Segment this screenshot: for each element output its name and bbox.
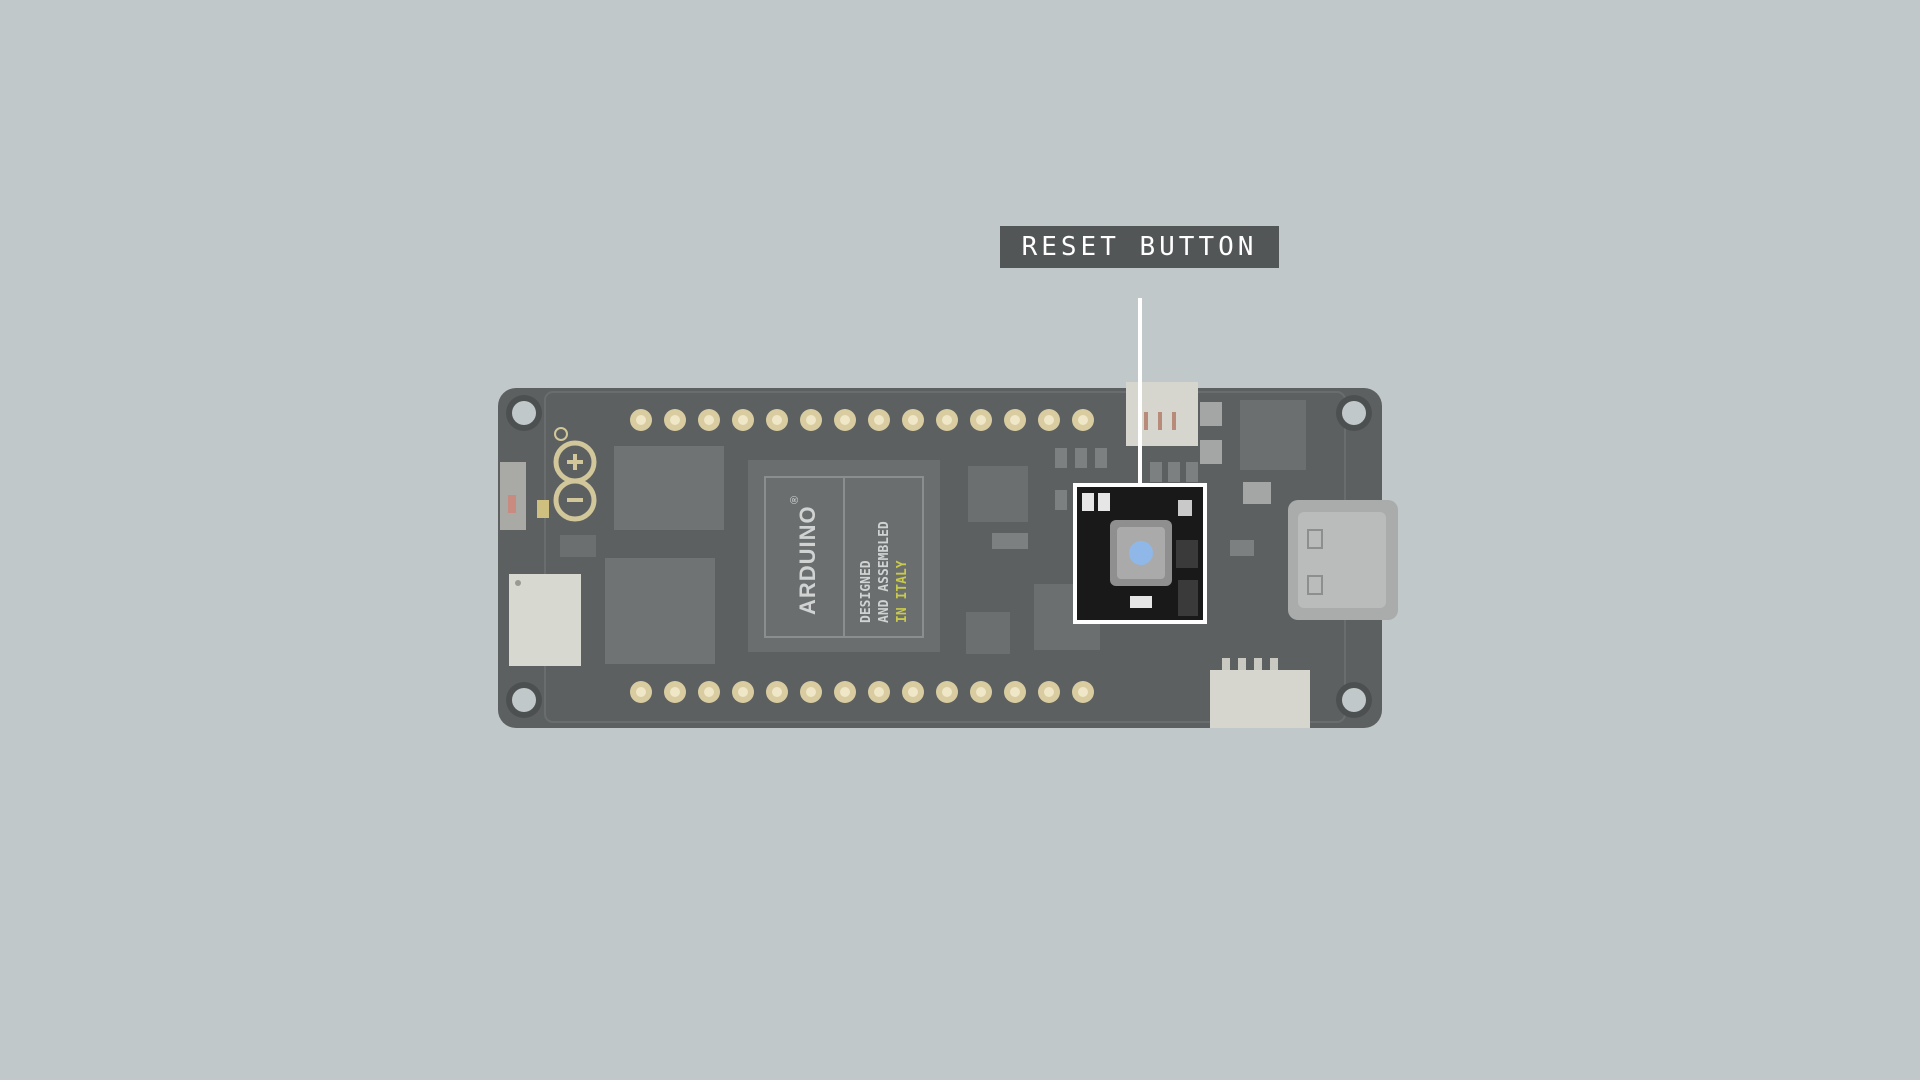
pin-header-top	[630, 409, 1094, 431]
header-pin-hole	[670, 687, 680, 697]
smd-passives	[992, 402, 1271, 556]
chip-qfn-2	[966, 612, 1010, 654]
header-pin-hole	[942, 415, 952, 425]
header-pin-hole	[874, 415, 884, 425]
arduino-infinity-logo-icon	[553, 427, 597, 522]
header-pin-hole	[704, 415, 714, 425]
header-pin-hole	[942, 687, 952, 697]
mounting-holes	[506, 395, 1372, 718]
header-pin-hole	[1044, 687, 1054, 697]
usb-c-port-icon	[1288, 500, 1398, 620]
arduino-brand-text: ARDUINO	[795, 505, 820, 615]
header-pin-hole	[908, 415, 918, 425]
label-plate	[748, 460, 940, 652]
header-pin-hole	[840, 687, 850, 697]
header-pin-hole	[976, 415, 986, 425]
header-pin-hole	[636, 415, 646, 425]
header-pin-hole	[1010, 687, 1020, 697]
header-pin-hole	[840, 415, 850, 425]
jst-connector-bottom	[1210, 670, 1310, 728]
antenna-module	[509, 574, 581, 666]
reset-button-highlight	[1073, 483, 1207, 624]
chip-large-2	[605, 558, 715, 664]
reset-button	[1129, 541, 1153, 565]
header-pin-hole	[670, 415, 680, 425]
jumper-pad	[537, 500, 549, 518]
header-pin-hole	[806, 415, 816, 425]
chip-qfn-1	[968, 466, 1028, 522]
header-pin-hole	[1010, 415, 1020, 425]
smd-part	[560, 535, 596, 557]
header-pin-hole	[976, 687, 986, 697]
header-pin-hole	[874, 687, 884, 697]
pin-header-bottom	[630, 681, 1094, 703]
chip-qfn-4	[1240, 400, 1306, 470]
tagline-line-2: AND ASSEMBLED	[877, 521, 892, 623]
tagline-highlight: IN ITALY	[895, 560, 910, 623]
header-pin-hole	[1078, 415, 1088, 425]
jst-bottom-pins	[1222, 658, 1278, 670]
jst-pins	[1144, 412, 1176, 430]
header-pin-hole	[738, 687, 748, 697]
header-pin-hole	[1078, 687, 1088, 697]
header-pin-hole	[772, 687, 782, 697]
tagline-line-1: DESIGNED	[859, 560, 874, 623]
header-pin-hole	[1044, 415, 1054, 425]
header-pin-hole	[806, 687, 816, 697]
chip-large-1	[614, 446, 724, 530]
reset-button-callout-label: RESET BUTTON	[1000, 226, 1279, 268]
registered-mark: ®	[789, 496, 801, 504]
header-pin-hole	[738, 415, 748, 425]
header-pin-hole	[636, 687, 646, 697]
header-pin-hole	[908, 687, 918, 697]
header-pin-hole	[704, 687, 714, 697]
header-pin-hole	[772, 415, 782, 425]
antenna-dot	[515, 580, 521, 586]
battery-connector-detail	[508, 495, 516, 513]
